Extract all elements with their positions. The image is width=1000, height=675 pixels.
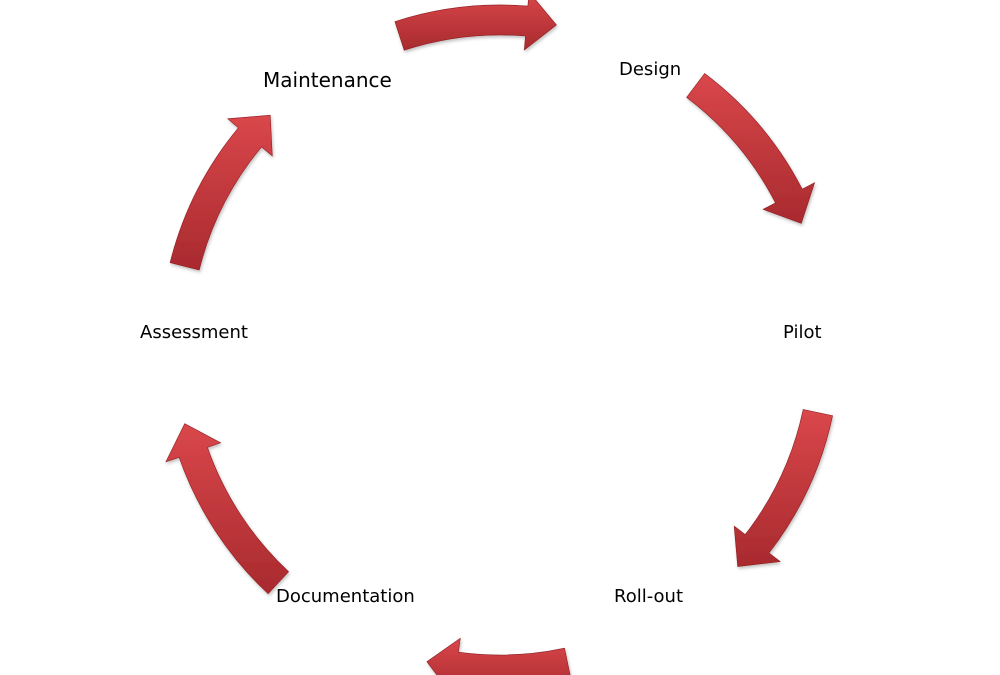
stage-label-documentation: Documentation bbox=[276, 586, 415, 607]
stage-label-maintenance: Maintenance bbox=[263, 68, 392, 92]
stage-label-assessment: Assessment bbox=[140, 322, 248, 343]
arrow-pilot-to-rollout bbox=[733, 409, 833, 567]
arrow-assessment-to-maintenance bbox=[169, 114, 273, 271]
stage-label-design: Design bbox=[619, 59, 682, 80]
stage-label-rollout: Roll-out bbox=[614, 586, 684, 607]
arrow-maintenance-to-design bbox=[394, 0, 557, 51]
arrow-design-to-pilot bbox=[686, 73, 816, 224]
arrow-documentation-to-assessment bbox=[165, 423, 290, 595]
arrow-rollout-to-documentation bbox=[426, 637, 571, 675]
stage-label-pilot: Pilot bbox=[783, 322, 822, 343]
